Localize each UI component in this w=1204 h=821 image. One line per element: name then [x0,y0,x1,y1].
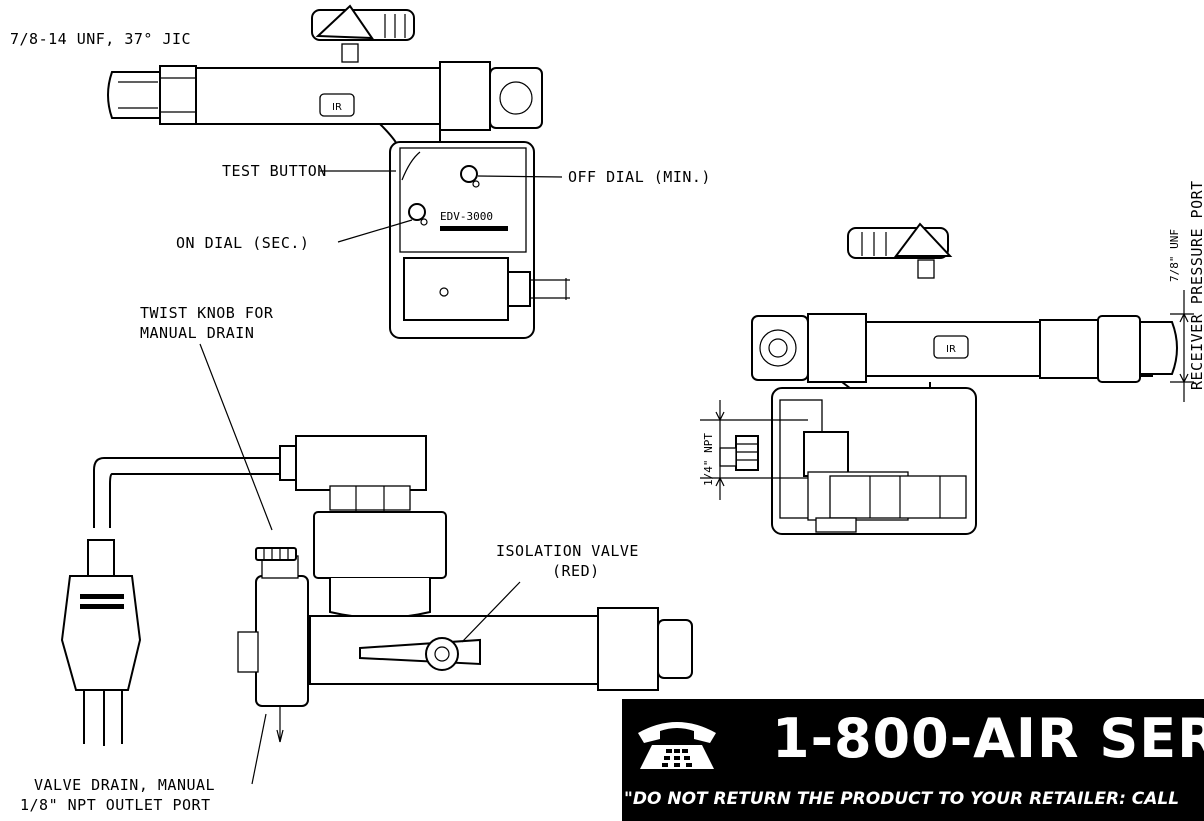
valve-drain-leader [251,713,267,785]
fitting-spec-label: 7/8-14 UNF, 37° JIC [10,30,191,48]
logo-text-right: IR [946,344,956,355]
isolation-valve-label-line2: (RED) [552,562,600,580]
isolation-valve-leader [461,581,521,643]
power-plug [60,539,142,746]
twist-knob-leader [199,343,273,531]
phone-number: 1-800-AIR SERV [772,707,1204,770]
receiver-port-label: RECEIVER PRESSURE PORT [1188,180,1204,390]
top-view-drain: IR EDV-3000 [107,4,570,339]
perspective-view-drain [60,435,693,746]
service-banner: 1-800-AIR SERV "DO NOT RETURN THE PRODUC… [622,699,1204,821]
isolation-valve-lever[interactable] [359,637,481,671]
return-notice: "DO NOT RETURN THE PRODUCT TO YOUR RETAI… [624,789,1180,809]
side-view-drain: IR [719,222,1178,535]
dimension-npt: 1/4" NPT [700,400,808,500]
logo-badge-top: IR [319,93,355,117]
logo-text-top: IR [332,102,342,113]
off-dial-knob[interactable] [460,165,478,183]
on-dial-label: ON DIAL (SEC.) [176,234,309,252]
on-dial-knob[interactable] [408,203,426,221]
dimension-unf: 7/8" UNF RECEIVER PRESSURE PORT [1168,180,1204,402]
npt-dimension-label: 1/4" NPT [702,433,715,486]
twist-knob-label-line2: MANUAL DRAIN [140,324,254,342]
test-button-label: TEST BUTTON [222,162,327,180]
telephone-icon [638,722,716,769]
off-dial-leader [477,175,563,178]
left-fitting [107,65,197,125]
top-knob [311,4,415,63]
valve-drain-label-line1: VALVE DRAIN, MANUAL [34,776,215,794]
unf-dimension-label: 7/8" UNF [1168,229,1181,282]
twist-knob-label-line1: TWIST KNOB FOR [140,304,274,322]
logo-badge-right: IR [933,335,969,359]
valve-drain-label-line2: 1/8" NPT OUTLET PORT [20,796,211,814]
model-label: EDV-3000 [440,210,493,223]
on-dial-leader [337,219,413,243]
isolation-valve-label-line1: ISOLATION VALVE [496,542,639,560]
twist-knob[interactable] [255,547,297,561]
off-dial-label: OFF DIAL (MIN.) [568,168,711,186]
